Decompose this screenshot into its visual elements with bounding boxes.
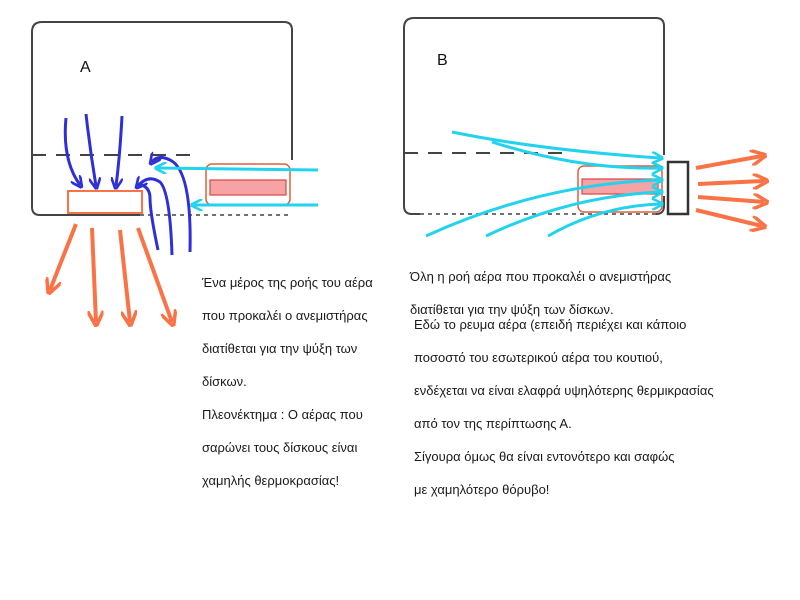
case-right-lower-b: [655, 196, 665, 215]
airflow-streamline: [491, 140, 660, 168]
exhaust-arrow: [118, 229, 130, 322]
disk-airflow-arrows-b: [425, 130, 660, 238]
fan-box-a: [67, 190, 143, 214]
caption-line: Όλη η ροή αέρα που προκαλέι ο ανεμιστήρα…: [410, 268, 672, 284]
airflow-streamline: [547, 204, 660, 238]
caption-line: χαμηλής θερμοκρασίας!: [202, 472, 340, 488]
fan-intake-arrows-a: [63, 113, 192, 256]
case-bottom-b: [403, 155, 420, 215]
airflow-streamline: [451, 130, 660, 158]
case-outline-a: [31, 21, 293, 160]
caption-line: δίσκων.: [202, 373, 247, 389]
panel-b-caption-top: Όλη η ροή αέρα που προκαλέι ο ανεμιστήρα…: [410, 252, 770, 335]
panel-a: [31, 21, 319, 322]
intake-arrow: [84, 113, 96, 186]
caption-line: Σίγουρα όμως θα είναι εντονότερο και σαφ…: [414, 448, 675, 464]
exhaust-arrow: [50, 223, 78, 290]
caption-line: ποσοστό του εσωτερικού αέρα του κουτιού,: [414, 349, 663, 365]
disk-airflow-arrows-a: [158, 168, 319, 205]
panel-a-label: A: [80, 59, 91, 76]
disk-drive-a: [209, 179, 287, 196]
caption-line: διατίθεται για την ψύξη των δίσκων.: [410, 301, 614, 317]
caption-line: από τον της περίπτωσης Α.: [414, 415, 572, 431]
caption-line: Πλεονέκτημα : Ο αέρας που: [202, 406, 363, 422]
case-outline-b: [403, 17, 665, 155]
disk-air-arrow: [158, 168, 319, 170]
caption-line: ενδέχεται να είναι ελαφρά υψηλότερης θερ…: [414, 382, 714, 398]
recirc-arrow: [152, 157, 192, 253]
caption-line: διατίθεται για την ψύξη των: [202, 340, 358, 356]
exhaust-arrow: [136, 227, 172, 322]
intake-arrow: [116, 115, 124, 186]
case-bottom-a: [31, 155, 140, 216]
fan-box-b: [666, 160, 690, 216]
exhaust-arrow: [697, 197, 764, 202]
exhaust-arrow: [695, 208, 762, 226]
exhaust-arrow: [697, 181, 764, 184]
caption-line: που προκαλέι ο ανεμιστήρας: [202, 307, 368, 323]
caption-line: σαρώνει τους δίσκους είναι: [202, 439, 358, 455]
panel-a-caption: Ένα μέρος της ροής του αέρα που προκαλέι…: [202, 258, 402, 506]
exhaust-arrows-b: [695, 156, 764, 226]
panel-b-caption-bottom: Εδώ το ρευμα αέρα (επειδή περιέχει και κ…: [414, 300, 794, 515]
panel-b: [403, 17, 764, 238]
airflow-streamline: [425, 180, 660, 238]
exhaust-arrows-a: [50, 223, 172, 322]
recirc-arrow: [138, 179, 174, 256]
exhaust-arrow: [92, 227, 96, 322]
exhaust-arrow: [695, 156, 762, 170]
recirc-arrow: [137, 182, 160, 251]
caption-line: με χαμηλότερο θόρυβο!: [414, 481, 550, 497]
intake-arrow: [63, 117, 80, 185]
airflow-streamline: [485, 192, 660, 238]
caption-line: Εδώ το ρευμα αέρα (επειδή περιέχει και κ…: [414, 316, 687, 332]
caption-line: Ένα μέρος της ροής του αέρα: [202, 274, 373, 290]
panel-b-label: B: [437, 52, 448, 69]
